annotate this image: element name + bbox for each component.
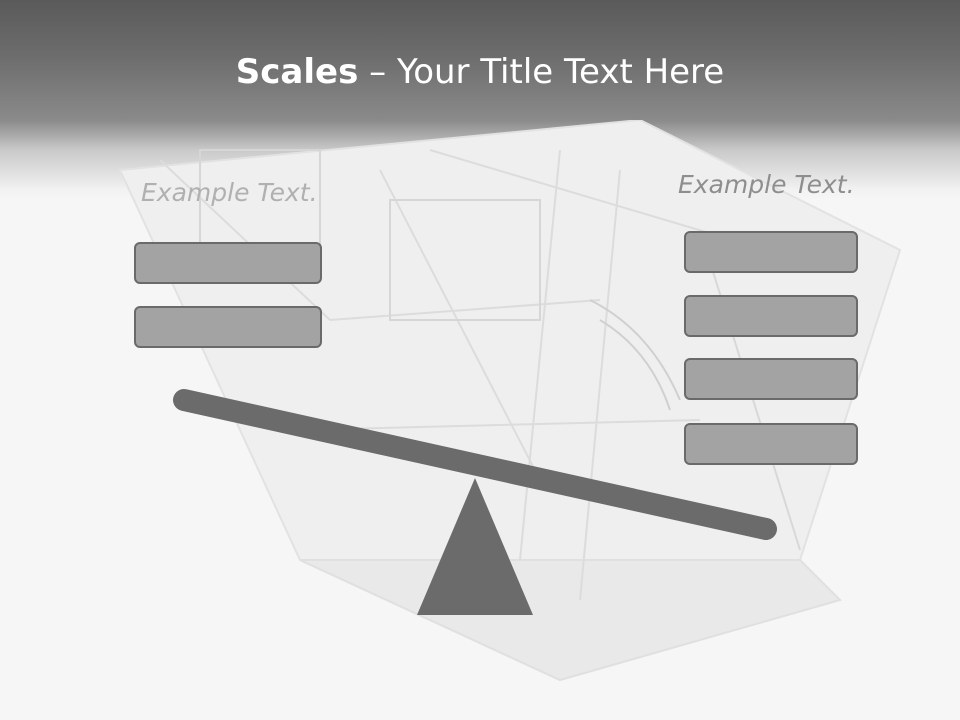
right-text-box-1[interactable] — [684, 231, 858, 273]
slide-title: Scales – Your Title Text Here — [0, 52, 960, 92]
right-text-box-2[interactable] — [684, 295, 858, 337]
scale-beam — [173, 389, 777, 540]
title-bold-part: Scales — [235, 52, 359, 92]
left-text-box-1[interactable] — [134, 242, 322, 284]
right-text-box-3[interactable] — [684, 358, 858, 400]
right-example-text: Example Text. — [678, 170, 855, 199]
left-text-box-2[interactable] — [134, 306, 322, 348]
scale-fulcrum — [417, 478, 533, 615]
left-example-text: Example Text. — [141, 178, 318, 207]
right-text-box-4[interactable] — [684, 423, 858, 465]
title-rest-part: – Your Title Text Here — [358, 52, 725, 92]
